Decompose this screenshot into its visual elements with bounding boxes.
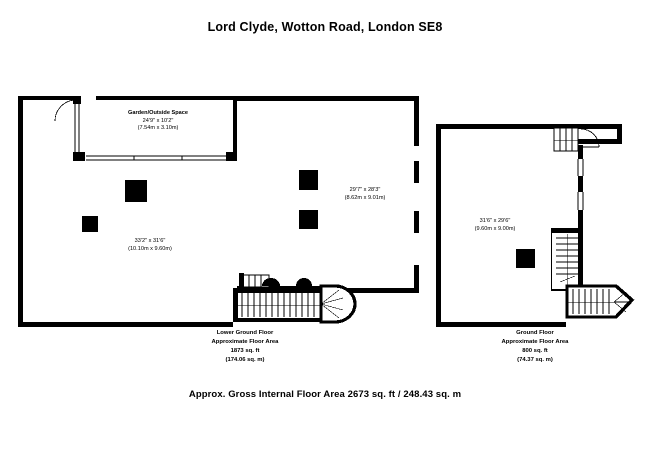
ground-upper-stair	[553, 127, 579, 152]
floor-area-sqft-ground: 800 sq. ft	[522, 347, 548, 354]
room-label-ground-main: 31'6" x 29'6" (9.60m x 9.00m)	[425, 218, 565, 233]
alcove-bays	[262, 278, 312, 286]
floor-caption-ground: Ground Floor Approximate Floor Area 800 …	[435, 329, 635, 364]
floor-area-sqft-lower-ground: 1873 sq. ft	[230, 347, 260, 354]
garden-door-icon	[54, 99, 76, 122]
room-label-lower-ground-main: 33'2" x 31'6" (10.10m x 9.60m)	[75, 238, 225, 253]
room-metric-ground-main: (9.60m x 9.00m)	[474, 225, 516, 232]
floor-caption-lower-ground: Lower Ground Floor Approximate Floor Are…	[130, 329, 360, 364]
floor-area-sqm-ground: (74.37 sq. m)	[517, 356, 553, 363]
ground-vertical-staircase	[552, 232, 583, 290]
floor-area-caption-ground: Approximate Floor Area	[501, 338, 569, 345]
page-title: Lord Clyde, Wotton Road, London SE8	[207, 20, 443, 34]
room-metric-garden: (7.54m x 3.10m)	[137, 125, 179, 132]
lower-ground-floor-plan	[18, 96, 419, 327]
ground-horizontal-staircase	[565, 284, 635, 319]
gross-internal-area: Approx. Gross Internal Floor Area 2673 s…	[188, 389, 462, 400]
garden-boundary-posts	[73, 96, 237, 161]
room-metric-lower-ground-main: (10.10m x 9.60m)	[128, 245, 172, 252]
room-imperial-garden: 24'9" x 10'2"	[142, 117, 174, 124]
room-imperial-ground-main: 31'6" x 29'6"	[479, 218, 511, 224]
stair-winder	[319, 284, 357, 324]
room-metric-lower-ground-rear: (8.62m x 9.01m)	[344, 194, 386, 201]
lower-ground-staircase	[233, 273, 357, 324]
lower-ground-pillars	[82, 170, 318, 232]
room-imperial-lower-ground-main: 33'2" x 31'6"	[134, 238, 166, 244]
garden-glazed-boundary	[74, 104, 229, 161]
floor-name-ground: Ground Floor	[516, 330, 554, 336]
floor-area-sqm-lower-ground: (174.06 sq. m)	[225, 356, 265, 363]
room-label-lower-ground-rear: 29'7" x 28'3" (8.62m x 9.01m)	[295, 187, 435, 202]
floor-name-lower-ground: Lower Ground Floor	[216, 330, 274, 336]
ground-floor-plan	[436, 124, 635, 327]
ground-floor-pillars	[516, 249, 535, 268]
ground-door-icon	[580, 128, 600, 148]
floor-area-caption-lower-ground: Approximate Floor Area	[211, 338, 279, 345]
ground-floor-windows	[577, 159, 584, 210]
room-label-garden: Garden/Outside Space 24'9" x 10'2" (7.54…	[78, 110, 238, 133]
room-imperial-lower-ground-rear: 29'7" x 28'3"	[349, 187, 381, 193]
room-name-garden: Garden/Outside Space	[128, 110, 188, 116]
